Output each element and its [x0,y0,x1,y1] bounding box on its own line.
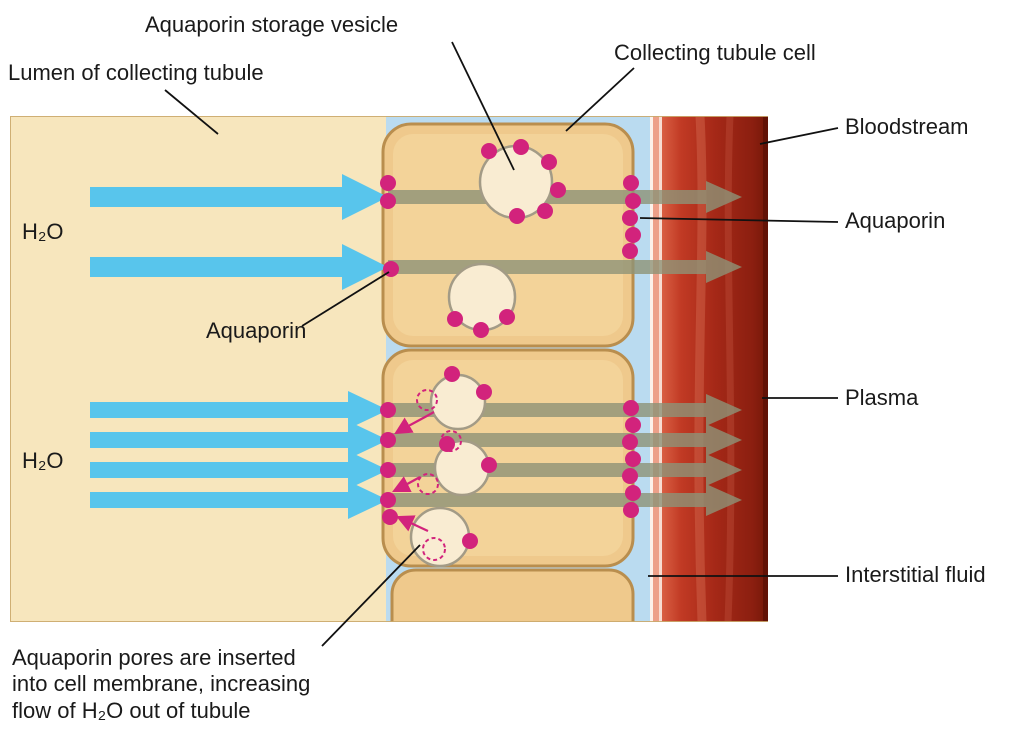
caption-line: Aquaporin pores are inserted [12,645,296,670]
label-aquaporin-storage-vesicle: Aquaporin storage vesicle [145,12,399,37]
label-aquaporin-left: Aquaporin [206,318,307,343]
label-bloodstream: Bloodstream [845,114,969,139]
plasma-streak [694,116,707,622]
flow-arrows [388,181,742,516]
label-h2o-upper: H₂O [22,219,64,244]
caption-aquaporin-pores: Aquaporin pores are inserted into cell m… [12,645,392,724]
caption-line: flow of H₂O out of tubule [12,697,251,723]
aquaporin-dots [380,139,641,549]
label-aquaporin-right: Aquaporin [845,208,946,233]
caption-line: into cell membrane, increasing [12,671,311,697]
bloodstream-region [650,116,768,622]
plasma-streak [724,116,735,622]
leader-lines [164,41,839,647]
label-collecting-tubule-cell: Collecting tubule cell [614,40,816,65]
label-interstitial-fluid: Interstitial fluid [845,562,986,587]
label-h2o-lower: H₂O [22,448,64,473]
water-arrows [90,174,388,519]
label-plasma: Plasma [845,385,919,410]
label-lumen: Lumen of collecting tubule [8,60,264,85]
